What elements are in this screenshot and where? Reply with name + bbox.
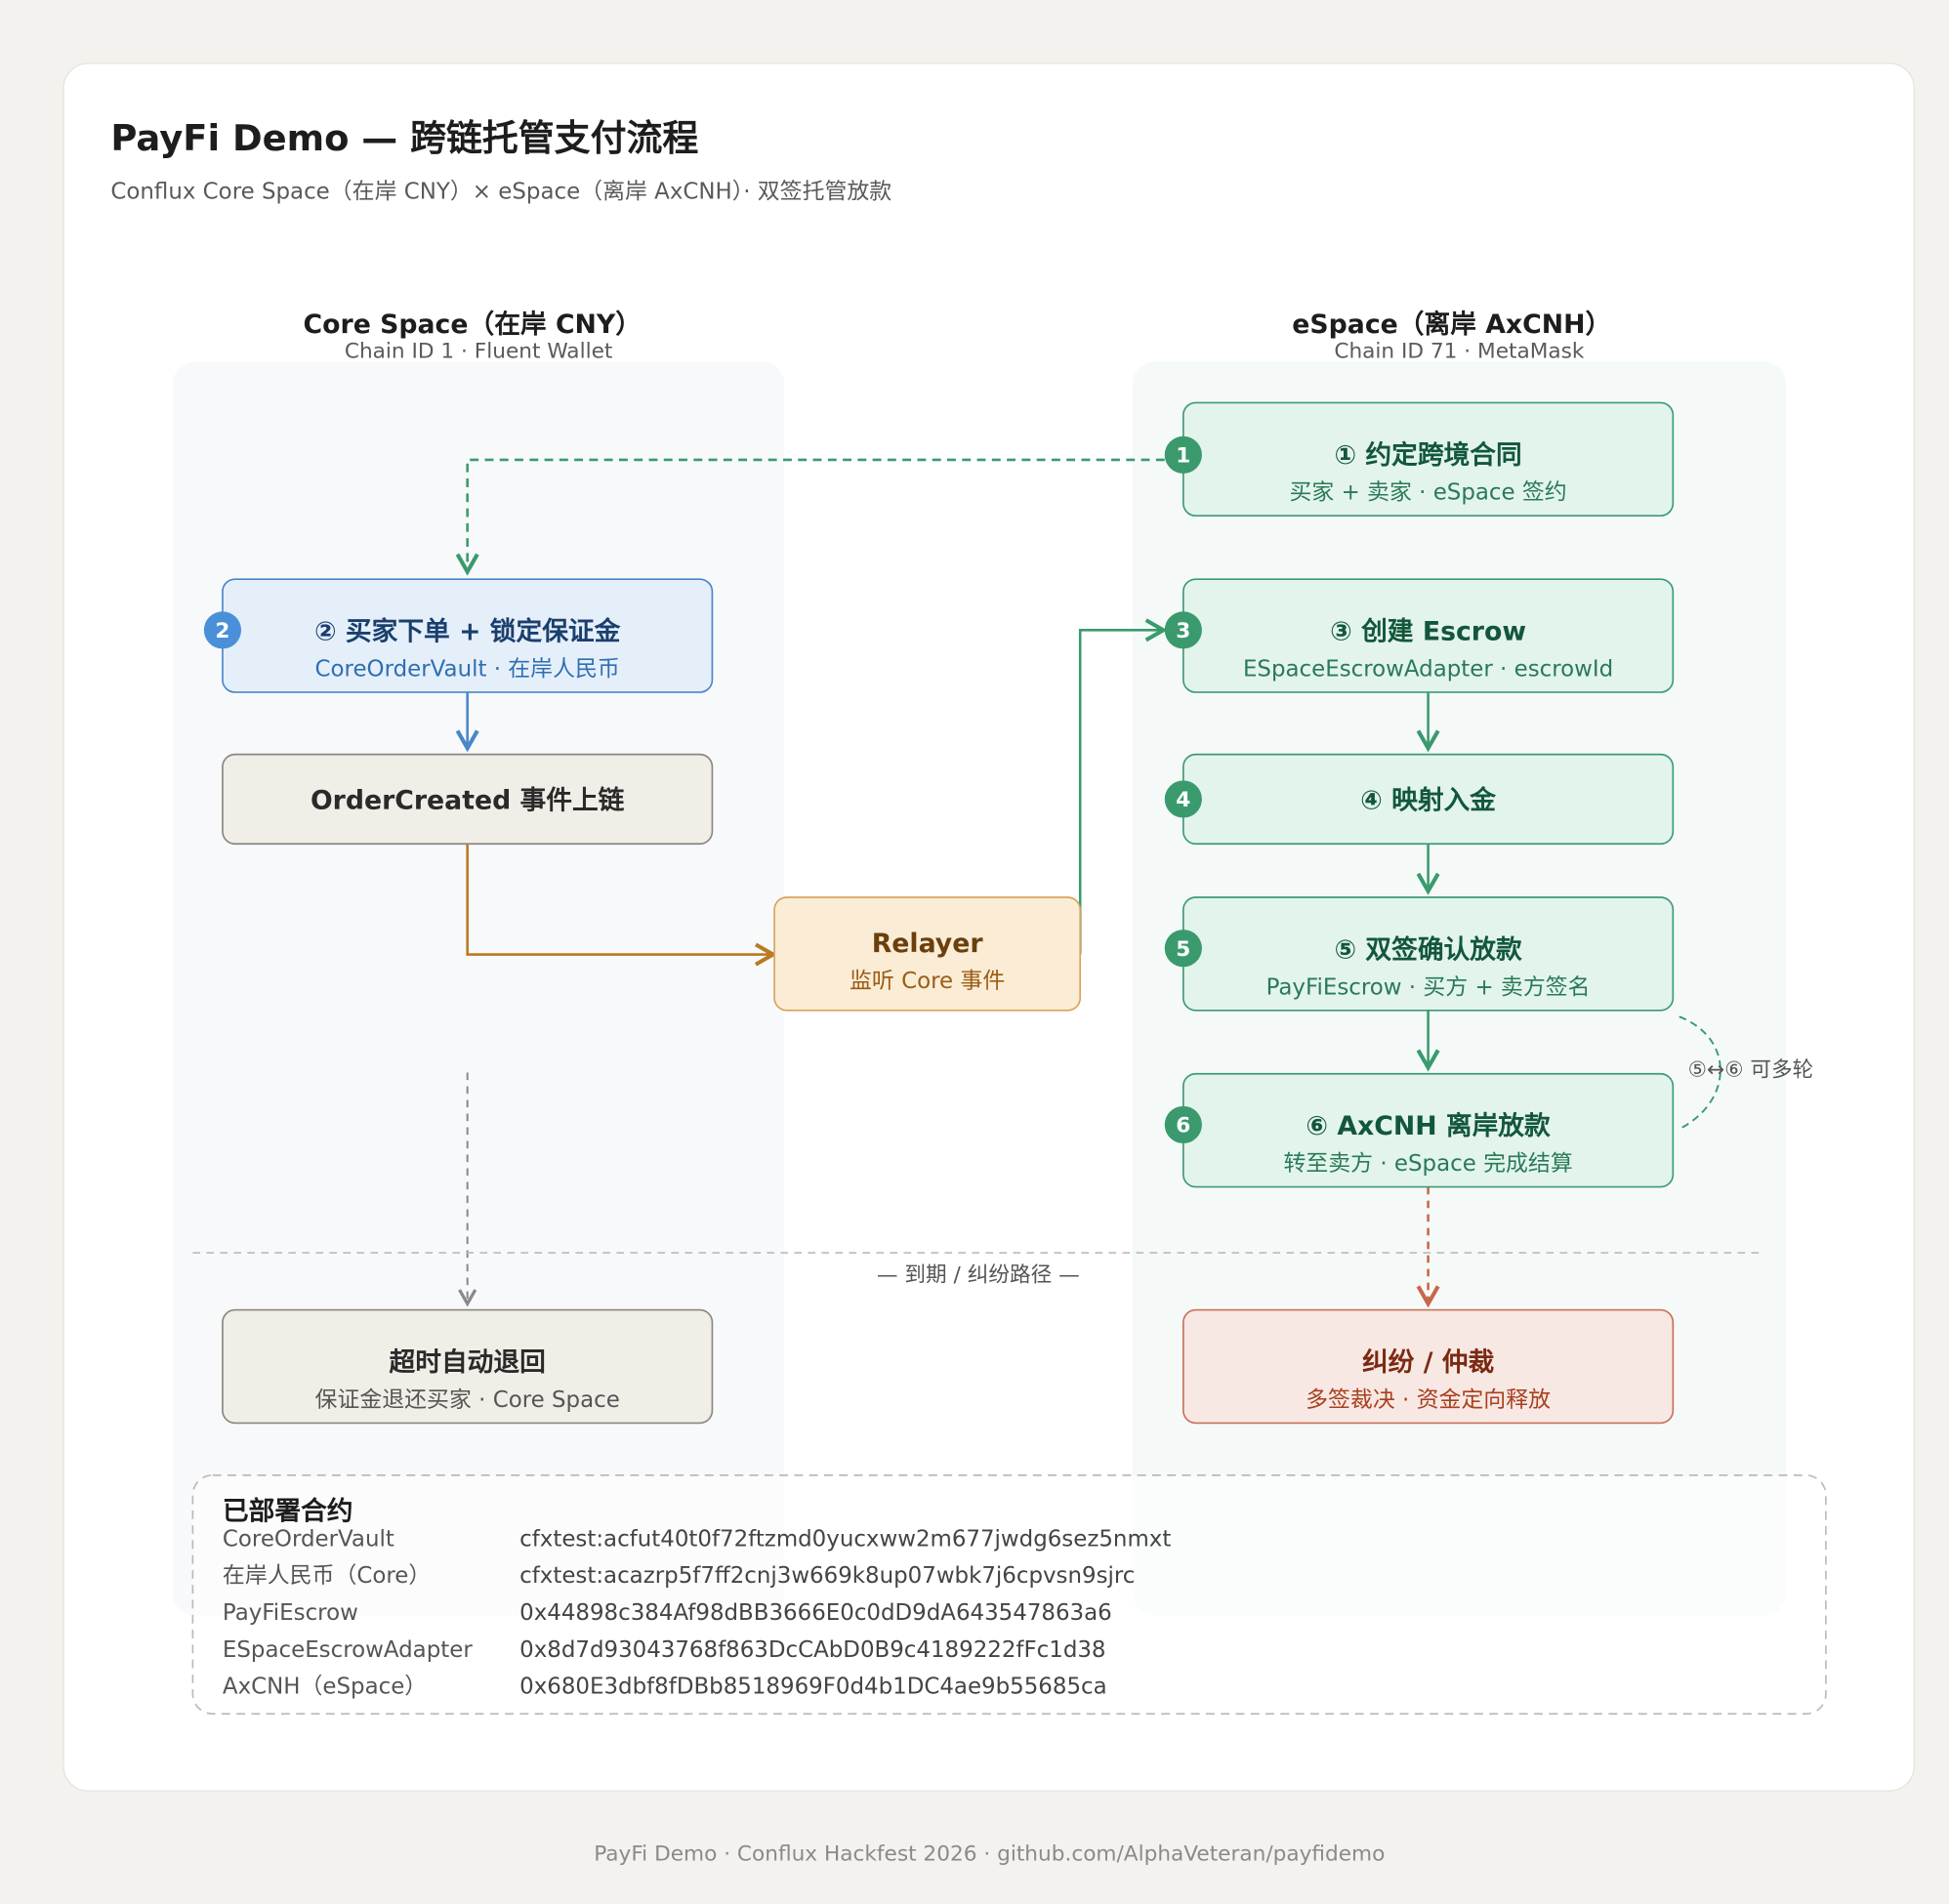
contract-name: ESpaceEscrowAdapter xyxy=(223,1637,473,1663)
dispute-title: 纠纷 / 仲裁 xyxy=(1362,1346,1495,1378)
step3-badge xyxy=(1164,611,1202,649)
node-relayer: Relayer 监听 Core 事件 xyxy=(773,896,1082,1012)
deployed-contracts-panel: 已部署合约 CoreOrderVault cfxtest:acfut40t0f72… xyxy=(191,1474,1827,1716)
contract-name: AxCNH（eSpace） xyxy=(223,1675,427,1700)
core-lane-title: Core Space（在岸 CNY） xyxy=(304,310,642,340)
node-step5: ⑤ 双签确认放款 PayFiEscrow · 买方 + 卖方签名 5 xyxy=(1164,896,1675,1012)
relayer-title: Relayer xyxy=(872,929,984,959)
step3-subtitle: ESpaceEscrowAdapter · escrowId xyxy=(1243,656,1613,682)
contract-address[interactable]: 0x8d7d93043768f863DcCAbD0B9c4189222fFc1d… xyxy=(519,1637,1105,1663)
step5-title: ⑤ 双签确认放款 xyxy=(1334,933,1522,965)
core-lane xyxy=(173,361,785,1616)
separator-label: — 到期 / 纠纷路径 — xyxy=(877,1262,1080,1287)
node-step6: ⑥ AxCNH 离岸放款 转至卖方 · eSpace 完成结算 6 xyxy=(1164,1072,1675,1188)
contract-name: 在岸人民币（Core） xyxy=(223,1563,431,1589)
step2-badge xyxy=(203,611,242,649)
step4-badge-number: 4 xyxy=(1176,788,1190,812)
step6-badge xyxy=(1164,1105,1202,1144)
contract-address[interactable]: 0x680E3dbf8fDBb8518969F0d4b1DC4ae9b55685… xyxy=(519,1675,1107,1700)
espace-lane-title: eSpace（离岸 AxCNH） xyxy=(1292,309,1611,340)
timeout-subtitle: 保证金退还买家 · Core Space xyxy=(315,1387,620,1413)
page-title: PayFi Demo — 跨链托管支付流程 xyxy=(110,117,698,159)
node-order-created: OrderCreated 事件上链 xyxy=(222,753,714,846)
node-step4: ④ 映射入金 4 xyxy=(1164,753,1675,846)
node-dispute: 纠纷 / 仲裁 多签裁决 · 资金定向释放 xyxy=(1182,1308,1675,1425)
arrow-relayer-to-step3 xyxy=(1078,618,1168,955)
step4-badge xyxy=(1164,780,1202,818)
contracts-title: 已部署合约 xyxy=(223,1496,353,1527)
contract-address[interactable]: 0x44898c384Af98dBB3666E0c0dD9dA643547863… xyxy=(519,1600,1112,1626)
step1-badge xyxy=(1164,435,1202,474)
contract-address[interactable]: cfxtest:acfut40t0f72ftzmd0yucxww2m677jwd… xyxy=(519,1526,1171,1552)
step2-badge-number: 2 xyxy=(215,619,229,643)
core-lane-subtitle: Chain ID 1 · Fluent Wallet xyxy=(345,340,613,364)
node-step2: ② 买家下单 + 锁定保证金 CoreOrderVault · 在岸人民币 2 xyxy=(203,578,714,693)
arrow-step1-to-step2 xyxy=(455,458,1165,576)
arrow-event-to-relayer xyxy=(466,844,777,967)
step2-title: ② 买家下单 + 锁定保证金 xyxy=(314,616,621,647)
step4-title: ④ 映射入金 xyxy=(1360,785,1496,816)
dispute-subtitle: 多签裁决 · 资金定向释放 xyxy=(1306,1387,1551,1413)
order-created-title: OrderCreated 事件上链 xyxy=(311,785,625,816)
loop-label: ⑤↔⑥ 可多轮 xyxy=(1688,1057,1814,1082)
step3-badge-number: 3 xyxy=(1176,619,1190,643)
step5-badge xyxy=(1164,930,1202,968)
footer: PayFi Demo · Conflux Hackfest 2026 · git… xyxy=(594,1842,1385,1866)
step1-badge-number: 1 xyxy=(1176,443,1190,468)
contract-name: PayFiEscrow xyxy=(223,1600,358,1626)
contract-address[interactable]: cfxtest:acazrp5f7ff2cnj3w669k8up07wbk7j6… xyxy=(519,1563,1135,1589)
relayer-subtitle: 监听 Core 事件 xyxy=(850,969,1005,994)
page-subtitle: Conflux Core Space（在岸 CNY）× eSpace（离岸 Ax… xyxy=(110,180,892,205)
espace-lane-subtitle: Chain ID 71 · MetaMask xyxy=(1334,340,1585,364)
contract-name: CoreOrderVault xyxy=(223,1526,394,1552)
step6-subtitle: 转至卖方 · eSpace 完成结算 xyxy=(1283,1151,1572,1177)
step2-subtitle: CoreOrderVault · 在岸人民币 xyxy=(315,656,620,682)
step1-title: ① 约定跨境合同 xyxy=(1334,439,1521,471)
node-step3: ③ 创建 Escrow ESpaceEscrowAdapter · escrow… xyxy=(1164,578,1675,693)
step5-badge-number: 5 xyxy=(1176,937,1190,962)
step5-subtitle: PayFiEscrow · 买方 + 卖方签名 xyxy=(1266,974,1591,1000)
node-step1: ① 约定跨境合同 买家 + 卖家 · eSpace 签约 1 xyxy=(1164,401,1675,517)
step1-subtitle: 买家 + 卖家 · eSpace 签约 xyxy=(1289,480,1566,506)
step6-badge-number: 6 xyxy=(1176,1114,1190,1138)
timeout-title: 超时自动退回 xyxy=(390,1346,546,1378)
loop-step5-step6 xyxy=(1679,1015,1721,1130)
node-timeout: 超时自动退回 保证金退还买家 · Core Space xyxy=(222,1308,714,1425)
step3-title: ③ 创建 Escrow xyxy=(1330,617,1526,647)
step6-title: ⑥ AxCNH 离岸放款 xyxy=(1306,1110,1551,1141)
